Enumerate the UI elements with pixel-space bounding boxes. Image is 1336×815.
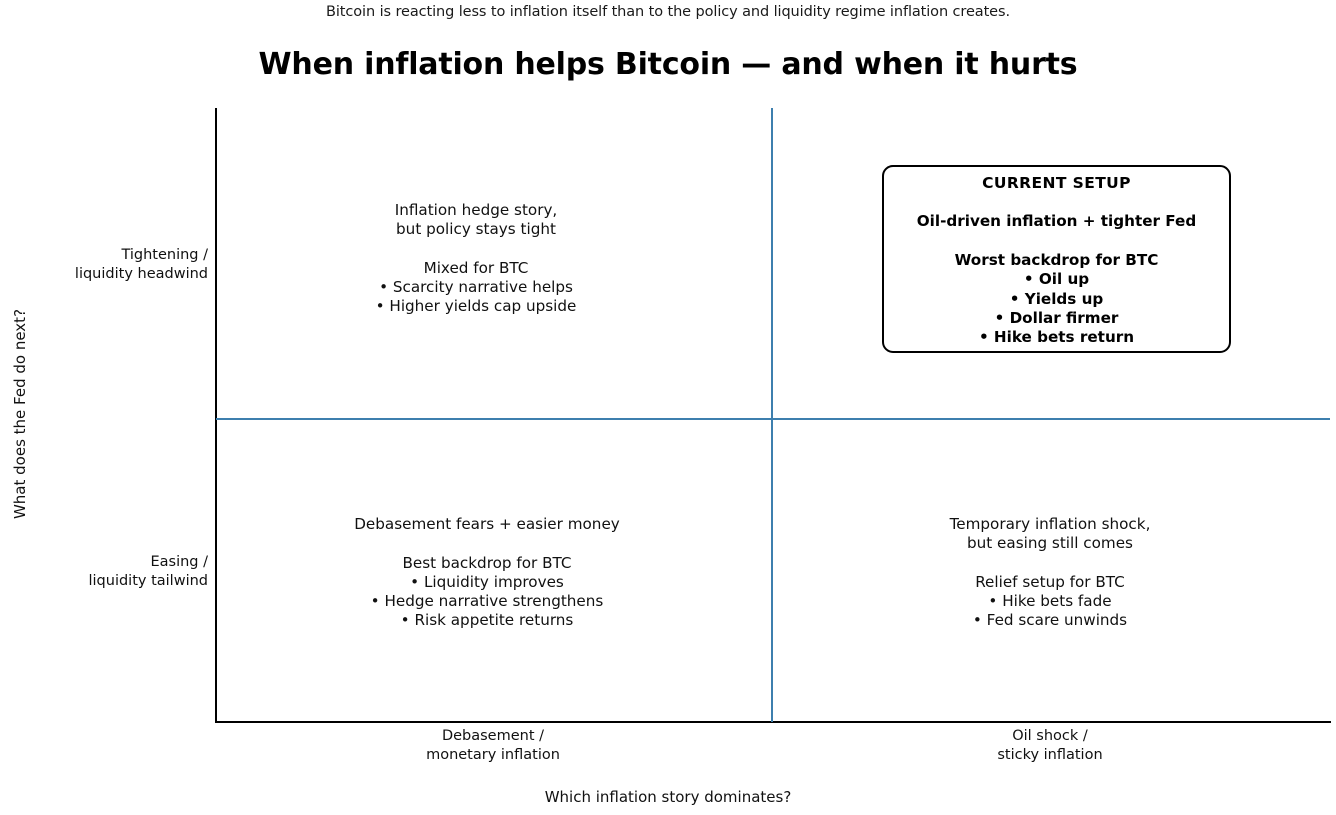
x-axis-label: Which inflation story dominates? [544,788,792,806]
quadrant-bottom-right-text: Temporary inflation shock, but easing st… [949,515,1151,630]
y-axis-tick-easing: Easing / liquidity tailwind [88,554,209,589]
quadrant-divider-vertical [771,108,774,722]
x-axis-tick-oil-shock: Oil shock / sticky inflation [997,728,1103,763]
current-setup-callout: CURRENT SETUP Oil-driven inflation + tig… [882,165,1231,353]
quadrant-top-left-text: Inflation hedge story, but policy stays … [375,201,577,316]
quadrant-bottom-left-text: Debasement fears + easier money Best bac… [354,515,620,630]
x-axis-tick-debasement: Debasement / monetary inflation [426,728,560,763]
y-axis-label: What does the Fed do next? [11,308,29,520]
chart-subtitle: Bitcoin is reacting less to inflation it… [326,4,1010,20]
axis-spine-left [215,108,217,723]
current-setup-subheading: Oil-driven inflation + tighter Fed [916,212,1197,230]
current-setup-body: Worst backdrop for BTC • Oil up • Yields… [954,251,1159,347]
chart-title: When inflation helps Bitcoin — and when … [258,47,1078,82]
current-setup-heading: CURRENT SETUP [982,174,1131,192]
y-axis-tick-tightening: Tightening / liquidity headwind [74,247,208,282]
